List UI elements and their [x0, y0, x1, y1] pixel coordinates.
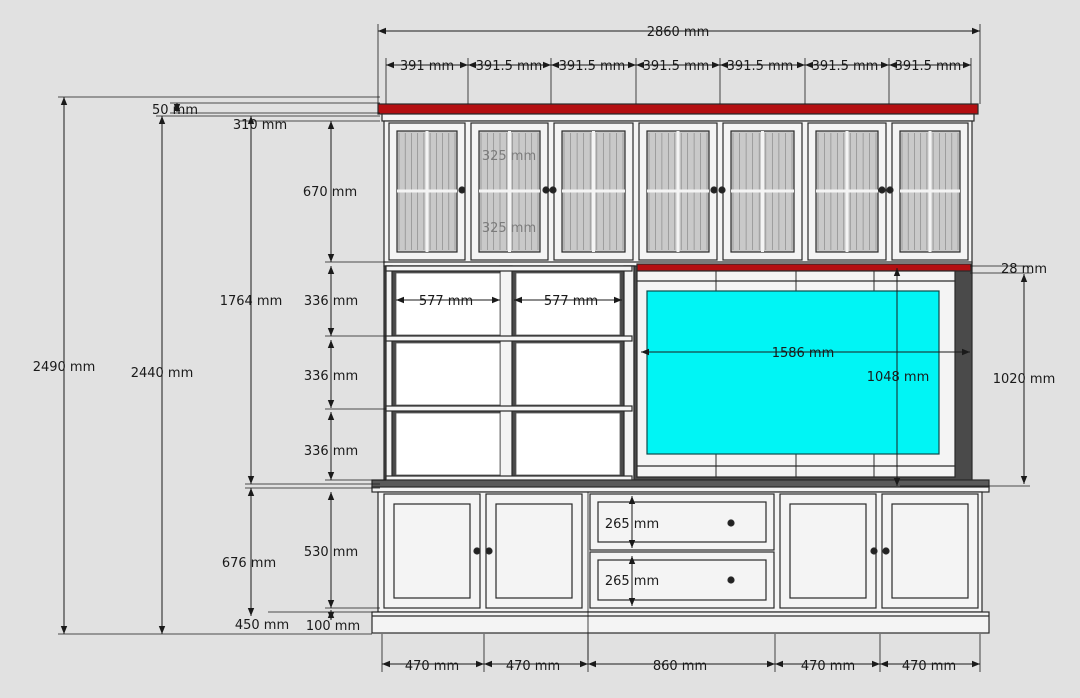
upper-width-label-5: 391.5 mm: [727, 59, 794, 74]
door-knob: [485, 547, 493, 555]
upper-door: [553, 122, 634, 261]
shelf-height-label-2: 336 mm: [304, 369, 358, 384]
base-door: [383, 493, 481, 609]
shelf-back-panel: [395, 412, 501, 476]
base-width-label-3: 860 mm: [653, 659, 707, 674]
upper-width-label-2: 391.5 mm: [476, 59, 543, 74]
base-door-panel: [789, 503, 867, 599]
cabinet: [371, 103, 990, 634]
base-width-label-1: 470 mm: [405, 659, 459, 674]
upper-glass-doors: [388, 122, 969, 261]
upper-width-label-3: 391.5 mm: [559, 59, 626, 74]
drawer-knob: [727, 576, 735, 584]
door-knob: [878, 186, 886, 194]
glass-bottom-label: 325 mm: [482, 221, 536, 236]
drawer-panel: [597, 501, 767, 543]
door-knob: [870, 547, 878, 555]
drawer: [589, 493, 775, 551]
upper-depth-label: 310 mm: [233, 118, 287, 133]
drawer-height-label-2: 265 mm: [605, 574, 659, 589]
upper-door: [470, 122, 549, 261]
shelf-back-panel: [395, 272, 501, 336]
body-height-label: 2440 mm: [131, 366, 194, 381]
base-depth-label: 450 mm: [235, 618, 289, 633]
tv-width-label: 1586 mm: [772, 346, 835, 361]
upper-door: [722, 122, 803, 261]
shelf-back-panel: [395, 342, 501, 406]
door-knob: [886, 186, 894, 194]
shelf-board: [385, 265, 633, 272]
shelf-board: [385, 405, 633, 412]
base-cabinet-section: [377, 491, 983, 613]
tv-trim-label: 28 mm: [1001, 262, 1047, 277]
shelf-width-label-2: 577 mm: [544, 294, 598, 309]
base-door-panel: [393, 503, 471, 599]
shelf-boards: [385, 265, 633, 482]
base-countertop-edge: [371, 486, 990, 493]
drawer-knob: [727, 519, 735, 527]
upper-height-label: 670 mm: [303, 185, 357, 200]
tv-niche-section: [633, 263, 973, 481]
upper-door: [638, 122, 718, 261]
plinth: [371, 611, 990, 634]
upper-door: [388, 122, 466, 261]
base-door: [485, 493, 583, 609]
upper-width-label-7: 391.5 mm: [895, 59, 962, 74]
tv-trim-strip: [636, 263, 972, 272]
shelf-back-panel: [515, 412, 621, 476]
door-knob: [718, 186, 726, 194]
base-cabinet-doors: [383, 493, 979, 609]
door-knob: [458, 186, 466, 194]
crown-molding: [377, 103, 979, 115]
shelf-height-label-3: 336 mm: [304, 444, 358, 459]
crown-cornice: [381, 113, 975, 122]
upper-cabinet-section: [383, 120, 973, 264]
base-width-label-2: 470 mm: [506, 659, 560, 674]
shelf-width-label-1: 577 mm: [419, 294, 473, 309]
door-knob: [882, 547, 890, 555]
upper-door: [807, 122, 887, 261]
hutch-height-label: 1764 mm: [220, 294, 283, 309]
tv-height-label: 1048 mm: [867, 370, 930, 385]
tv-screen: [646, 290, 940, 455]
base-height-label: 676 mm: [222, 556, 276, 571]
door-knob: [710, 186, 718, 194]
door-knob: [473, 547, 481, 555]
drawer-height-label-1: 265 mm: [605, 517, 659, 532]
base-door: [779, 493, 877, 609]
dimension-labels: 2860 mm 391 mm 391.5 mm 391.5 mm 391.5 m…: [33, 25, 1056, 674]
overall-height-label: 2490 mm: [33, 360, 96, 375]
tv-niche-height-label: 1020 mm: [993, 372, 1056, 387]
overall-width-label: 2860 mm: [647, 25, 710, 40]
drawer: [589, 551, 775, 609]
base-door: [881, 493, 979, 609]
drawer-panel: [597, 559, 767, 601]
shelf-back-panel: [515, 342, 621, 406]
base-width-label-5: 470 mm: [902, 659, 956, 674]
shelf-back-panel: [515, 272, 621, 336]
dimension-lines: [58, 24, 1032, 672]
upper-door: [891, 122, 969, 261]
base-width-label-4: 470 mm: [801, 659, 855, 674]
base-door-height-label: 530 mm: [304, 545, 358, 560]
shelf-board: [385, 335, 633, 342]
upper-width-label-1: 391 mm: [400, 59, 454, 74]
shelf-height-label-1: 336 mm: [304, 294, 358, 309]
plinth-height-label: 100 mm: [306, 619, 360, 634]
upper-width-label-4: 391.5 mm: [643, 59, 710, 74]
door-knob: [542, 186, 550, 194]
crown-height-label: 50 mm: [152, 103, 198, 118]
base-door-panel: [891, 503, 969, 599]
base-door-panel: [495, 503, 573, 599]
door-knob: [549, 186, 557, 194]
upper-width-label-6: 391.5 mm: [812, 59, 879, 74]
glass-top-label: 325 mm: [482, 149, 536, 164]
